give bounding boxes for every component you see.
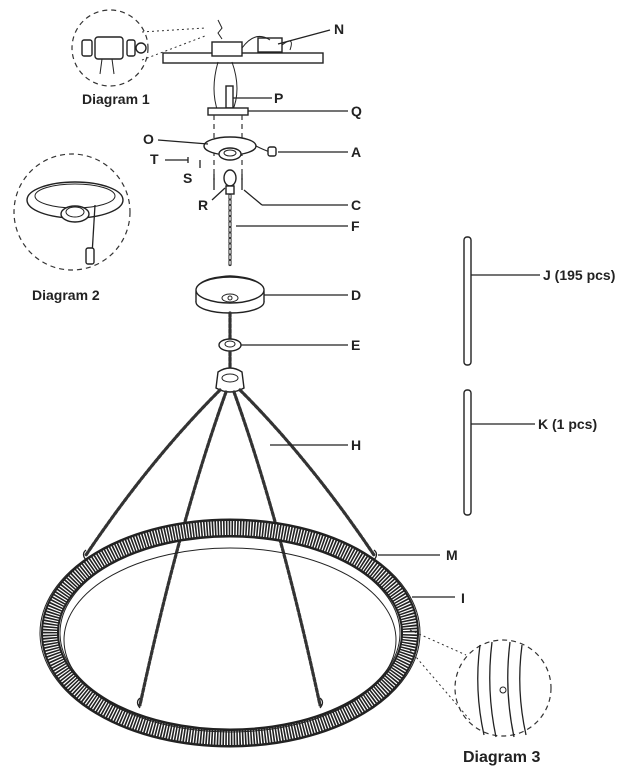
label-n: N xyxy=(334,21,344,37)
diagram-2-caption: Diagram 2 xyxy=(32,287,100,303)
ring-hooks xyxy=(82,549,378,709)
crossbar xyxy=(207,107,249,116)
chain-hub xyxy=(215,367,245,393)
diagram-2-detail xyxy=(13,153,131,271)
label-f: F xyxy=(351,218,360,234)
label-s: S xyxy=(183,170,192,186)
label-q: Q xyxy=(351,103,362,119)
label-t: T xyxy=(150,151,159,167)
diagram-3-detail xyxy=(409,629,552,738)
rod-k xyxy=(463,389,472,516)
label-r: R xyxy=(198,197,208,213)
canopy xyxy=(195,275,265,314)
rod-j xyxy=(463,236,472,366)
label-h: H xyxy=(351,437,361,453)
label-m: M xyxy=(446,547,458,563)
chandelier-ring xyxy=(39,518,421,748)
label-j: J (195 pcs) xyxy=(543,267,615,283)
label-a: A xyxy=(351,144,361,160)
label-p: P xyxy=(274,90,283,106)
diagram-3-caption: Diagram 3 xyxy=(463,749,540,766)
threaded-nipple xyxy=(225,85,234,109)
label-c: C xyxy=(351,197,361,213)
diagram-1-detail xyxy=(71,9,206,87)
ceiling-loop xyxy=(223,169,237,195)
diagram-1-caption: Diagram 1 xyxy=(82,91,150,107)
label-k: K (1 pcs) xyxy=(538,416,597,432)
label-d: D xyxy=(351,287,361,303)
label-e: E xyxy=(351,337,360,353)
label-i: I xyxy=(461,590,465,606)
label-o: O xyxy=(143,131,154,147)
canopy-plate xyxy=(203,136,277,161)
collar xyxy=(218,338,242,352)
